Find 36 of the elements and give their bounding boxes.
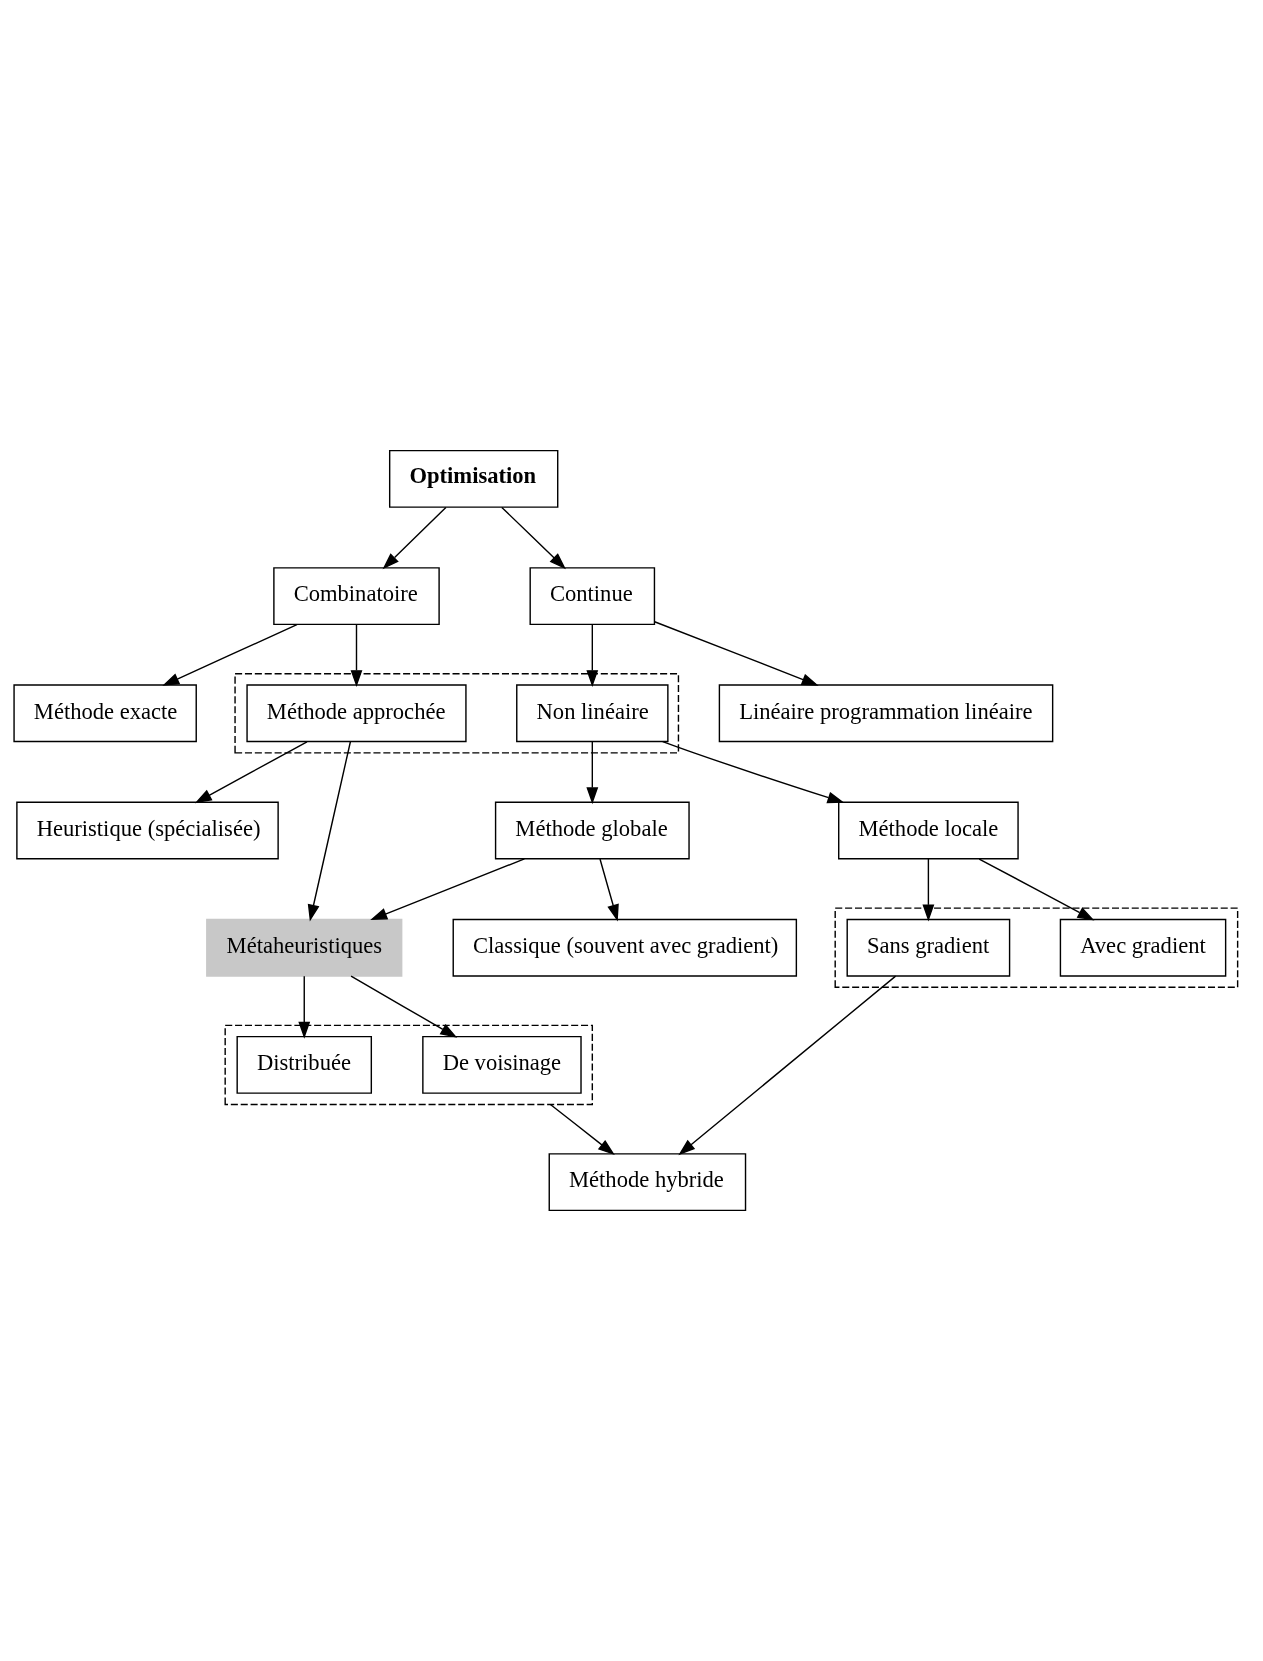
node-box: Non linéaire [516, 684, 669, 743]
arrow [978, 858, 1095, 921]
node-box: Méthode globale [494, 801, 690, 860]
node-box: Méthode locale [838, 801, 1019, 860]
arrow [307, 741, 352, 922]
arrow [586, 741, 599, 805]
node-box: Classique (souvent avec gradient) [452, 918, 798, 977]
node-box: Métaheuristiques [206, 918, 403, 977]
node-box: Optimisation [388, 449, 559, 508]
arrow [162, 623, 298, 686]
node-box: Avec gradient [1059, 918, 1227, 977]
arrow [298, 975, 311, 1039]
node-box: Linéaire programmation linéaire [718, 684, 1054, 743]
node-box: Méthode hybride [548, 1153, 747, 1212]
arrow [662, 740, 845, 804]
arrow [350, 975, 458, 1038]
node-box: Combinatoire [273, 567, 440, 626]
node-box: De voisinage [422, 1035, 582, 1094]
node-box: Distribuée [236, 1035, 373, 1094]
arrow [599, 858, 619, 922]
arrow [678, 975, 897, 1156]
node-box: Méthode approchée [246, 684, 467, 743]
arrow [370, 858, 526, 921]
arrow [653, 621, 819, 686]
arrow [350, 623, 363, 688]
arrow [586, 623, 599, 688]
cluster [234, 673, 680, 754]
node-box: Sans gradient [846, 918, 1011, 977]
arrow [501, 506, 566, 570]
node-box: Méthode exacte [13, 684, 197, 743]
arrow [194, 741, 308, 804]
arrow [922, 858, 935, 922]
arrow [382, 506, 447, 570]
arrow [549, 1103, 615, 1156]
node-box: Continue [529, 567, 656, 626]
node-box: Heuristique (spécialisée) [16, 801, 279, 860]
